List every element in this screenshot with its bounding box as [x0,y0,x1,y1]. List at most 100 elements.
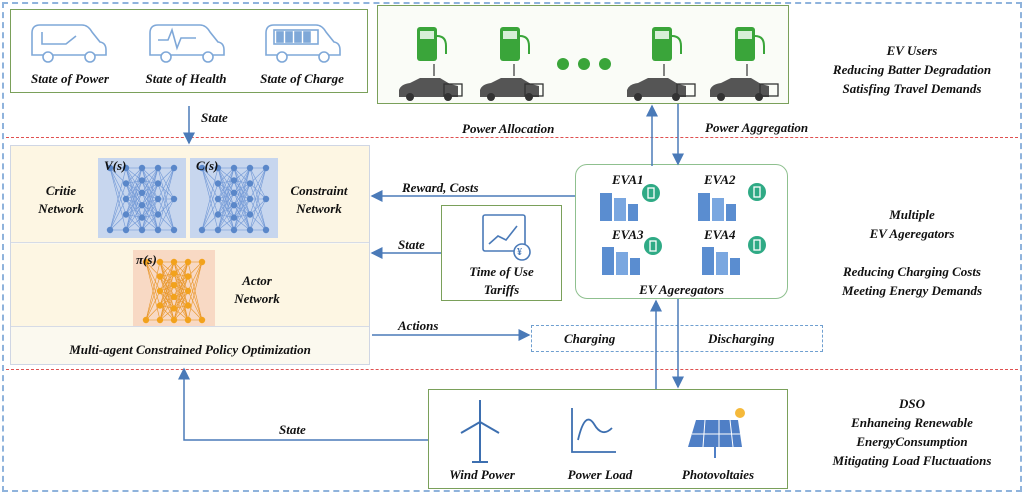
network-edge [145,290,161,321]
network-edge [159,261,175,292]
v-network-graph [106,164,178,234]
ev-users-line1: Reducing Batter Degradation [832,62,992,77]
network-edge [125,214,143,231]
network-node [184,316,192,324]
network-node [262,195,270,203]
network-node [170,195,178,203]
network-edge [157,214,175,231]
ev-users-title: EV Users [886,43,938,58]
network-edge [217,167,235,231]
network-edge [145,261,161,306]
network-edge [173,261,189,292]
network-edge [159,290,175,321]
charger-station-2 [480,27,544,101]
dso-line2: EnergyConsumption [856,434,968,449]
network-node [154,180,162,187]
network-edge [217,198,235,218]
ev-users-line2: Satisfing Travel Demands [842,81,982,96]
actor-label-2: Network [234,291,280,306]
eva3-server-icon [602,237,662,275]
network-edge [233,167,251,181]
network-edge [249,214,267,231]
network-node [170,270,178,277]
multiple-line2: EV Ageregators [869,226,955,241]
v-label: V(s) [104,158,127,173]
network-edge [141,167,159,215]
network-edge [233,183,251,206]
network-edge [173,261,189,306]
network-edge [187,290,203,321]
network-edge [173,273,189,292]
network-edge [157,167,175,231]
network-edge [157,167,175,200]
state-of-power-icon [31,24,107,63]
network-node [122,180,130,187]
network-node [170,282,178,289]
network-node [170,164,178,172]
network-node [230,177,238,184]
network-edge [125,167,143,200]
network-edge [233,180,251,215]
network-node [184,258,192,266]
network-edge [187,261,203,321]
network-edge [233,167,251,193]
network-node [262,226,270,234]
network-edge [125,192,143,215]
pi-label: π(s) [136,252,157,267]
network-edge [109,167,127,215]
actor-label-1: Actor [242,273,272,288]
network-edge [141,183,159,231]
network-edge [125,217,143,231]
network-edge [217,214,235,231]
network-node [246,164,254,172]
separator-bottom [6,369,1018,370]
network-edge [173,305,189,321]
network-edge [217,183,235,231]
state-bottom-label: State [279,422,306,437]
network-edge [125,167,143,215]
network-edge [159,273,175,292]
state-of-charge-icon [265,24,341,63]
network-node [156,316,164,324]
network-edge [141,183,159,218]
eva4-label: EVA4 [704,227,736,242]
network-node [156,302,164,309]
network-edge [141,167,159,218]
network-node [154,226,162,234]
network-edge [159,296,175,321]
network-node [246,180,254,187]
network-edge [159,261,175,277]
ellipsis-dots-icon [557,58,611,70]
network-edge [187,276,203,321]
network-node [184,273,192,280]
network-node [138,226,146,234]
aggregators-caption: EV Ageregators [639,282,724,297]
dso-line3: Mitigating Load Fluctuations [832,453,992,468]
network-edge [145,261,161,277]
power-load-label: Power Load [567,467,633,482]
network-edge [157,167,175,215]
network-edge [173,290,189,309]
multiple-line3: Reducing Charging Costs [843,264,981,279]
eva1-server-icon [600,184,660,221]
network-edge [217,167,235,215]
actions-label: Actions [398,318,439,333]
network-edge [141,180,159,200]
network-node [142,316,150,324]
network-node [106,164,114,172]
currency-symbol: ¥ [517,247,522,258]
network-edge [233,198,251,218]
network-edge [159,276,175,321]
network-edge [157,198,175,231]
network-edge [233,183,251,231]
network-edge [141,198,159,218]
network-edge [145,305,161,321]
eva3-label: EVA3 [612,227,644,242]
critic-label-1: Critie [45,183,77,198]
network-edge [125,183,143,231]
network-node [246,226,254,234]
network-node [122,211,130,218]
network-edge [141,167,159,200]
